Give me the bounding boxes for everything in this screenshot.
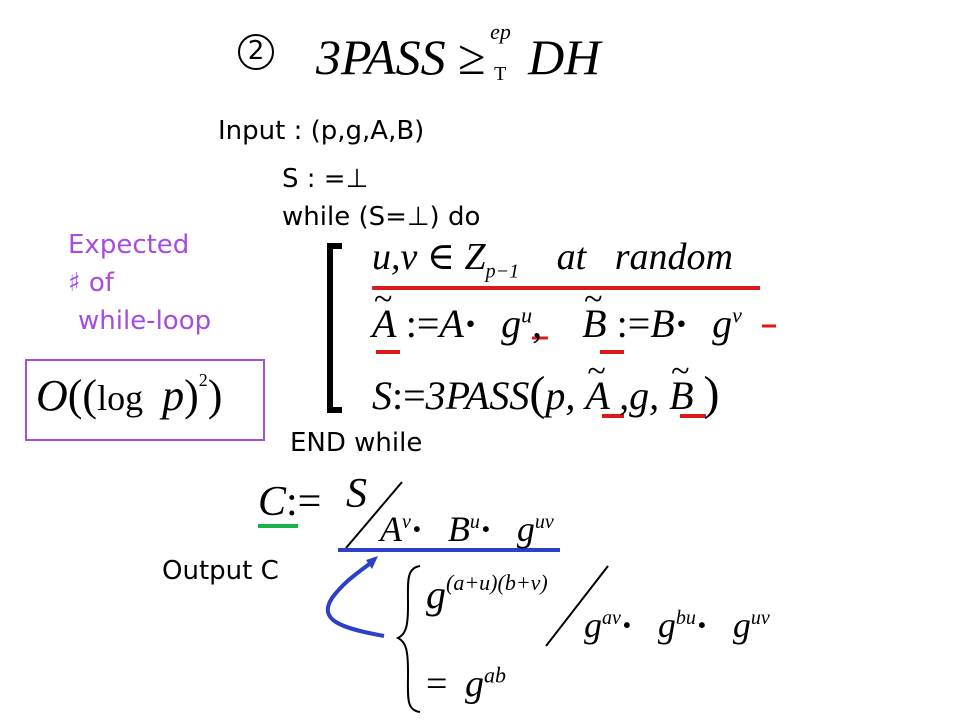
init-line: S : =⊥ xyxy=(282,164,369,194)
curly-brace xyxy=(395,565,421,713)
step2-dot1: · xyxy=(463,301,478,346)
dd-2-sup: bu xyxy=(675,607,696,629)
derivation-denominator: gav· gbu· guv xyxy=(584,605,770,645)
expected-line1: Expected xyxy=(68,230,190,260)
step3-arg-a: ~A xyxy=(585,353,610,418)
output-assign: := xyxy=(286,479,322,525)
output-numerator: S xyxy=(346,471,367,517)
step1-in: ∈ xyxy=(426,236,456,278)
den-a-sup: v xyxy=(402,511,411,533)
complexity-formula: O((log p)2) xyxy=(36,370,222,421)
complexity-p: p xyxy=(162,371,185,420)
complexity-log: log xyxy=(97,378,144,418)
step3-arg-b: ~B xyxy=(669,353,694,418)
blue-arrow-head xyxy=(366,556,378,569)
step1-set: Z xyxy=(464,236,486,278)
heading-lhs: 3PASS xyxy=(316,29,446,85)
den-g: g xyxy=(516,509,535,549)
step2-a: A xyxy=(439,301,464,346)
complexity-box xyxy=(25,359,265,441)
output-fraction-slash xyxy=(345,481,403,549)
derivation-result: = gab xyxy=(426,662,506,706)
den-b: B xyxy=(447,509,470,549)
loop-end-line: END while xyxy=(290,428,423,458)
complexity-exp: 2 xyxy=(198,370,208,390)
expected-line2: ♯ of xyxy=(68,268,114,298)
complexity-open: (( xyxy=(67,371,98,420)
heading-rhs: DH xyxy=(528,29,601,85)
step-number: 2 xyxy=(247,36,265,66)
step1-formula: u,v ∈ Zp−1 at random xyxy=(372,234,733,284)
heading-relation: ≥ ep T xyxy=(458,19,511,85)
step2-comma: , xyxy=(532,301,543,346)
output-c: C:= xyxy=(258,479,322,525)
expected-label: Expected ♯ of while-loop xyxy=(68,226,211,340)
step2-formula: ~A :=A· gu, ~B :=B· gv xyxy=(372,281,742,347)
step2-b: B xyxy=(650,301,675,346)
dd-1-sup: av xyxy=(602,607,621,629)
dd-2: g xyxy=(657,605,676,645)
step1-set-sub: p−1 xyxy=(485,260,520,283)
step3-s: S xyxy=(372,373,392,418)
expected-line3: while-loop xyxy=(78,306,212,336)
derivation-top-sup: (a+u)(b+v) xyxy=(446,570,548,595)
step2-g2: g xyxy=(712,301,733,346)
loop-bracket xyxy=(327,243,342,413)
complexity-close: ) xyxy=(184,371,199,420)
step3-fn: 3PASS xyxy=(425,373,530,418)
dd-1: g xyxy=(584,605,602,645)
complexity-o: O xyxy=(36,371,68,420)
heading-relation-sup: ep xyxy=(490,19,511,44)
step-number-circle xyxy=(238,34,274,70)
dd-3-sup: uv xyxy=(750,607,770,629)
heading-formula: 3PASS ≥ ep T DH xyxy=(316,19,601,86)
output-line: Output C xyxy=(162,556,279,586)
step3-arg-g: ,g, xyxy=(619,373,660,418)
derivation-result-g: g xyxy=(464,663,484,705)
step2-b-tilde: ~B xyxy=(582,281,607,346)
complexity-end: ) xyxy=(207,371,223,420)
derivation-result-sup: ab xyxy=(483,662,506,688)
blue-curve-arrow xyxy=(325,560,385,638)
derivation-top: g(a+u)(b+v) xyxy=(426,570,548,617)
step2-g1-sup: u xyxy=(521,302,533,328)
step2-dot2: · xyxy=(674,301,689,346)
step3-arg-p: p, xyxy=(545,373,576,418)
step2-assign1: := xyxy=(405,301,440,346)
den-b-sup: u xyxy=(469,511,480,533)
loop-start-line: while (S=⊥) do xyxy=(282,202,481,232)
dd-3: g xyxy=(732,605,751,645)
step3-formula: S:=3PASS(p, ~A ,g, ~B ) xyxy=(372,353,720,420)
den-a: A xyxy=(380,509,402,549)
input-line: Input : (p,g,A,B) xyxy=(218,116,425,146)
step2-g1: g xyxy=(501,301,522,346)
step2-a-tilde: ~A xyxy=(372,281,396,346)
step1-vars: u,v xyxy=(372,236,418,278)
step1-words: at random xyxy=(556,236,733,278)
den-g-sup: uv xyxy=(534,511,554,533)
derivation-eq: = xyxy=(426,663,448,705)
heading-relation-sub: T xyxy=(494,63,507,85)
step3-assign: := xyxy=(392,373,426,418)
output-denominator: Av· Bu· guv xyxy=(380,509,554,549)
step2-assign2: := xyxy=(616,301,651,346)
step2-g2-sup: v xyxy=(732,302,742,328)
derivation-fraction-slash xyxy=(545,565,609,647)
